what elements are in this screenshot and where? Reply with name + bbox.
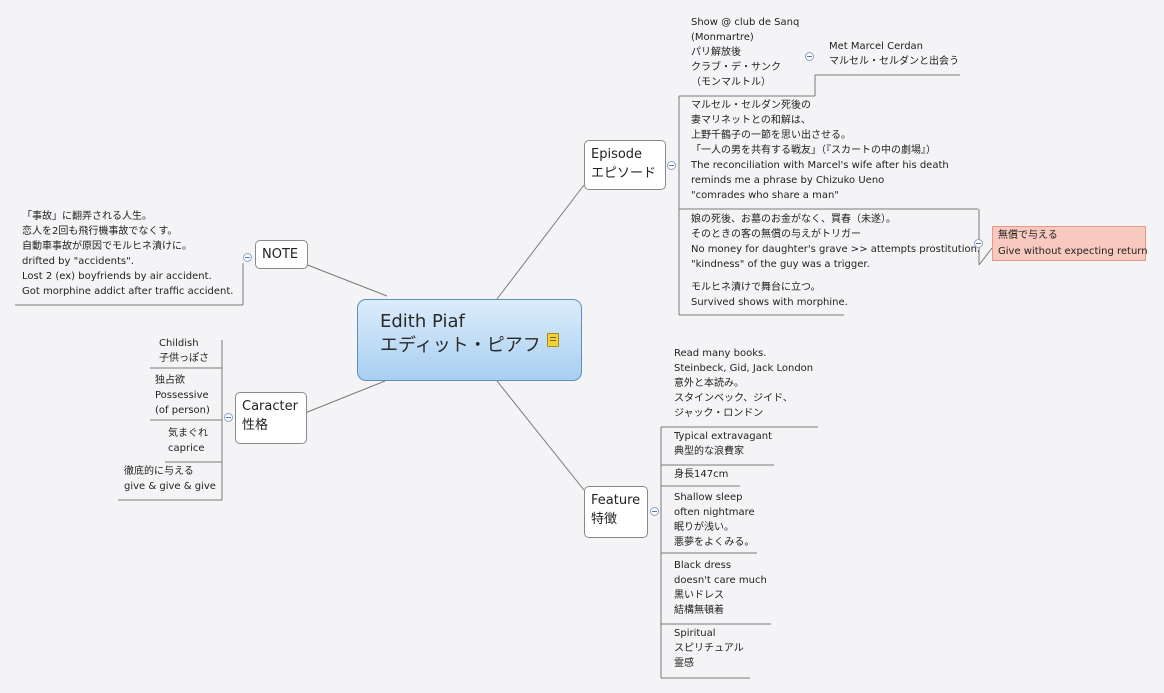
- character-item-2[interactable]: 独占欲 Possessive (of person): [155, 375, 210, 416]
- feature-label-en: Feature: [591, 493, 641, 508]
- feature-topic[interactable]: Feature 特徴: [584, 486, 648, 538]
- character-label-en: Caracter: [242, 399, 298, 414]
- central-title-ja: エディット・ピアフ: [380, 335, 541, 356]
- episode-label-en: Episode: [591, 147, 643, 162]
- episode-item-3[interactable]: 娘の死後、お墓のお金がなく、買春（未遂）。 そのときの客の無償の与えがトリガー …: [691, 214, 981, 270]
- episode-item-1[interactable]: Show @ club de Sanq (Monmartre) パリ解放後 クラ…: [691, 17, 800, 88]
- episode-item-4[interactable]: モルヒネ漬けで舞台に立つ。 Survived shows with morphi…: [691, 282, 848, 308]
- note-collapse-toggle[interactable]: [243, 253, 252, 262]
- episode-item-2[interactable]: マルセル・セルダン死後の 妻マリネットとの和解は、 上野千鶴子の一節を思い出させ…: [691, 100, 949, 201]
- episode-label-ja: エピソード: [591, 166, 657, 181]
- episode-topic[interactable]: Episode エピソード: [584, 140, 666, 190]
- feature-item-6[interactable]: Spiritual スピリチュアル 霊感: [674, 628, 744, 669]
- feature-label-ja: 特徴: [591, 512, 618, 527]
- connector-line: [304, 263, 388, 297]
- feature-item-1[interactable]: Read many books. Steinbeck, Gid, Jack Lo…: [674, 348, 814, 419]
- feature-collapse-toggle[interactable]: [650, 507, 659, 516]
- central-topic[interactable]: Edith Piaf エディット・ピアフ: [357, 299, 582, 381]
- episode-item-1-collapse-toggle[interactable]: [805, 52, 814, 61]
- central-title-en: Edith Piaf: [380, 311, 465, 332]
- character-item-3[interactable]: 気まぐれ caprice: [168, 428, 208, 454]
- connector-line: [978, 247, 993, 266]
- note-label: NOTE: [262, 247, 299, 262]
- connector-line: [496, 380, 585, 491]
- character-topic[interactable]: Caracter 性格: [235, 392, 307, 444]
- feature-item-2[interactable]: Typical extravagant 典型的な浪費家: [674, 431, 773, 457]
- character-label-ja: 性格: [242, 418, 269, 433]
- episode-item-3-sub-highlight[interactable]: 無償で与える Give without expecting return: [992, 226, 1148, 261]
- note-item-1[interactable]: 「事故」に翻弄される人生。 恋人を2回も飛行機事故でなくす。 自動車事故が原因で…: [22, 211, 234, 297]
- character-item-4[interactable]: 徹底的に与える give & give & give: [124, 466, 216, 492]
- feature-item-5[interactable]: Black dress doesn't care much 黒いドレス 結構無頓…: [674, 560, 767, 616]
- episode-collapse-toggle[interactable]: [667, 161, 676, 170]
- connector-line: [304, 380, 386, 414]
- episode-item-3-collapse-toggle[interactable]: [974, 239, 983, 248]
- feature-item-4[interactable]: Shallow sleep often nightmare 眠りが浅い。 悪夢を…: [674, 492, 755, 548]
- note-topic[interactable]: NOTE: [255, 240, 308, 269]
- episode-item-1-sub[interactable]: Met Marcel Cerdan マルセル・セルダンと出会う: [829, 41, 959, 67]
- feature-item-3[interactable]: 身長147cm: [674, 469, 729, 480]
- connector-line: [496, 184, 585, 300]
- note-icon[interactable]: [547, 333, 559, 347]
- character-item-1[interactable]: Childish 子供っぽさ: [159, 338, 209, 364]
- character-collapse-toggle[interactable]: [224, 413, 233, 422]
